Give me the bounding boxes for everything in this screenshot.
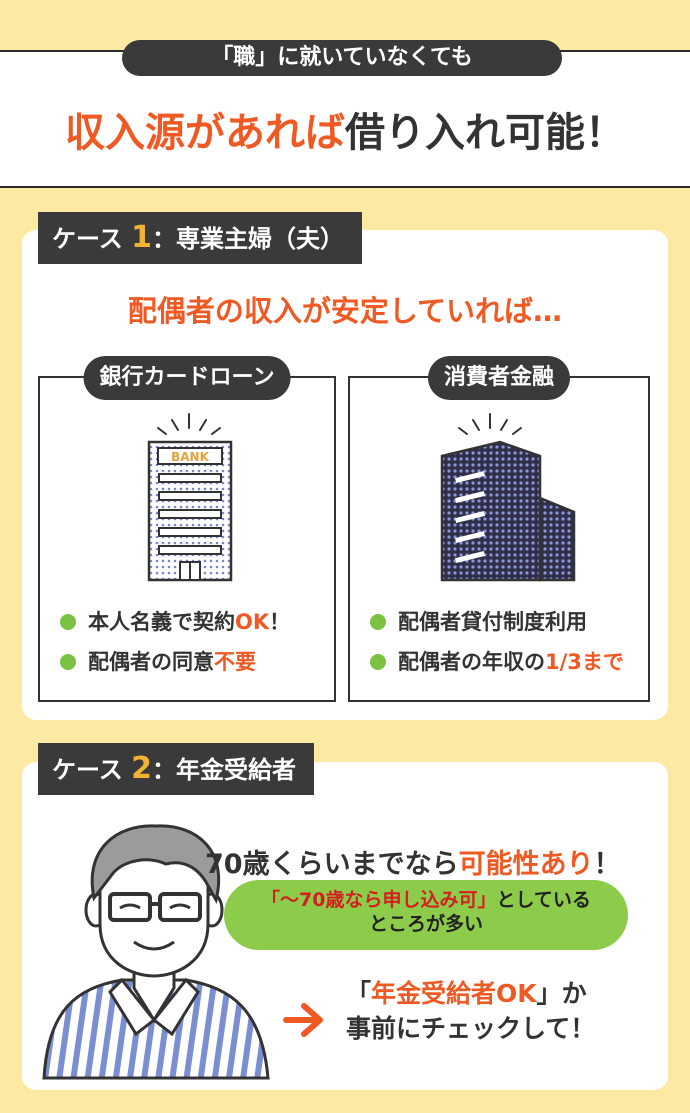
check-note: 「年金受給者OK」か 事前にチェックして！ <box>346 976 595 1046</box>
case1-tag-number: 1 <box>131 220 153 255</box>
office-building-icon <box>440 413 576 582</box>
consumer-finance-label: 消費者金融 <box>427 356 571 400</box>
case2-tag-number: 2 <box>131 751 153 786</box>
bank-loan-box: 銀行カードローン BANK 本人名義で契約OK！ <box>38 356 336 702</box>
elderly-man-illustration <box>42 824 270 1080</box>
case1-tag-suffix: ：専業主婦（夫） <box>152 225 345 253</box>
arrow-right-icon <box>283 1003 323 1037</box>
header-pill: 「職」に就いていなくても <box>122 40 562 76</box>
green-dot-icon <box>370 614 386 630</box>
case1-tag: ケース 1：専業主婦（夫） <box>38 212 363 264</box>
case2-tag-prefix: ケース <box>52 756 123 784</box>
bank-building-icon: BANK <box>147 413 233 582</box>
bubble-line-1: 「〜70歳なら申し込み可」としている <box>261 889 591 911</box>
green-dot-icon <box>60 614 76 630</box>
case1-tag-prefix: ケース <box>52 225 123 253</box>
bank-loan-label: 銀行カードローン <box>83 356 291 400</box>
check-note-line-1: 「年金受給者OK」か <box>346 979 587 1008</box>
bank-bullet-1: 本人名義で契約OK！ <box>60 606 290 636</box>
consumer-bullet-2: 配偶者の年収の1/3まで <box>370 646 624 676</box>
case2-tag-suffix: ：年金受給者 <box>152 756 297 784</box>
green-dot-icon <box>60 654 76 670</box>
case2-tag: ケース 2：年金受給者 <box>38 743 315 795</box>
bank-sign-text: BANK <box>171 450 209 464</box>
consumer-bullet-1: 配偶者貸付制度利用 <box>370 606 587 636</box>
headline: 収入源があれば借り入れ可能！ <box>0 100 690 158</box>
headline-rest: 借り入れ可能！ <box>345 110 625 156</box>
green-dot-icon <box>370 654 386 670</box>
check-note-line-2: 事前にチェックして！ <box>346 1014 596 1043</box>
case1-subhead: 配偶者の収入が安定していれば… <box>127 294 563 328</box>
case2-main-text: 70歳くらいまでなら可能性あり！ <box>205 849 621 880</box>
consumer-finance-box: 消費者金融 配偶者貸付制度利用 配偶者の年収の1/3まで <box>348 356 650 702</box>
headline-accent: 収入源があれば <box>65 110 345 156</box>
age-limit-bubble: 「〜70歳なら申し込み可」としている ところが多い <box>224 880 628 950</box>
bubble-line-2: ところが多い <box>368 912 483 935</box>
bank-bullet-2: 配偶者の同意不要 <box>60 646 256 676</box>
